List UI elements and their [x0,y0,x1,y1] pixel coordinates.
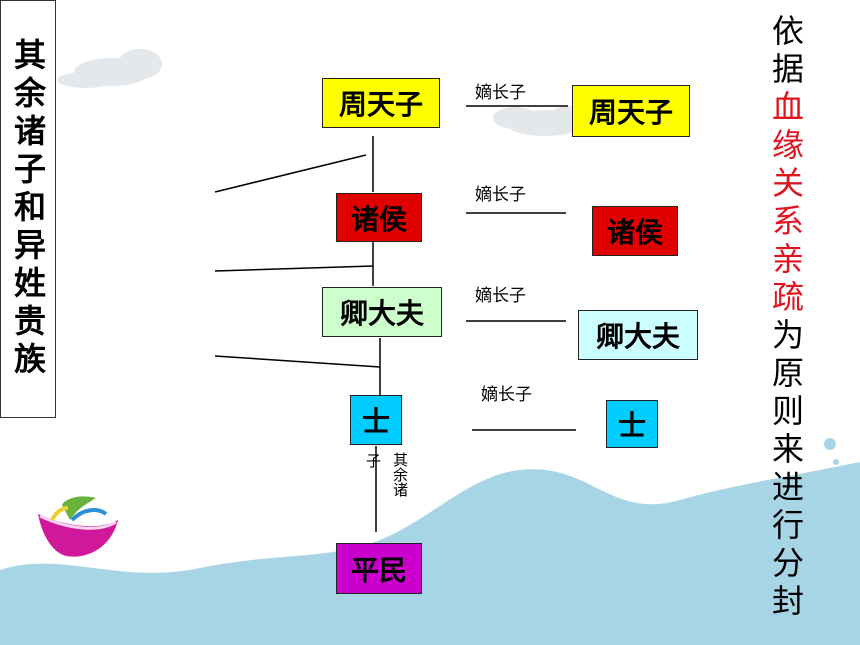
right-shi-box: 士 [606,400,658,448]
right-zhuhou-label: 诸侯 [606,216,663,249]
left-tianzi-box: 周天子 [322,78,440,128]
principle-part1: 依据 [767,14,805,90]
left-shi-label: 士 [361,405,390,438]
bubble [833,459,839,465]
principle-text: 依据血缘关系亲疏为原则来进行分封 [767,14,805,622]
left-pingmin-box: 平民 [336,543,422,594]
boat-icon [38,496,118,557]
bubble [826,472,830,476]
edge-label-2: 嫡长子 [475,185,526,205]
right-shi-label: 士 [617,409,646,442]
sea-wave [0,462,860,645]
bubble [824,438,836,450]
right-tianzi-label: 周天子 [588,96,673,129]
other-sons-tail: 子 [366,452,382,470]
side-link [214,355,381,368]
left-qing-label: 卿大夫 [339,297,424,330]
left-zhuhou-label: 诸侯 [350,202,407,236]
edge-label-1: 嫡长子 [475,83,526,103]
left-qing-box: 卿大夫 [322,287,442,337]
other-sons-label: 其余诸 [391,452,409,497]
side-label: 其余诸子和异姓贵族 [9,38,47,380]
edge-label-4: 嫡长子 [481,385,532,405]
left-zhuhou-box: 诸侯 [336,193,422,242]
right-qing-box: 卿大夫 [578,310,698,360]
right-zhuhou-box: 诸侯 [592,206,678,256]
side-link [214,265,374,272]
cloud-left [57,49,162,88]
right-tianzi-box: 周天子 [572,85,690,137]
principle-part2: 为原则来进行分封 [767,318,805,622]
edge-label-3: 嫡长子 [475,286,526,306]
left-pingmin-label: 平民 [350,553,407,587]
principle-highlight: 血缘关系亲疏 [767,90,805,318]
right-qing-label: 卿大夫 [595,320,680,353]
left-shi-box: 士 [350,395,402,445]
side-label-box: 其余诸子和异姓贵族 [0,0,56,418]
side-link [214,154,367,193]
left-tianzi-label: 周天子 [338,88,423,121]
